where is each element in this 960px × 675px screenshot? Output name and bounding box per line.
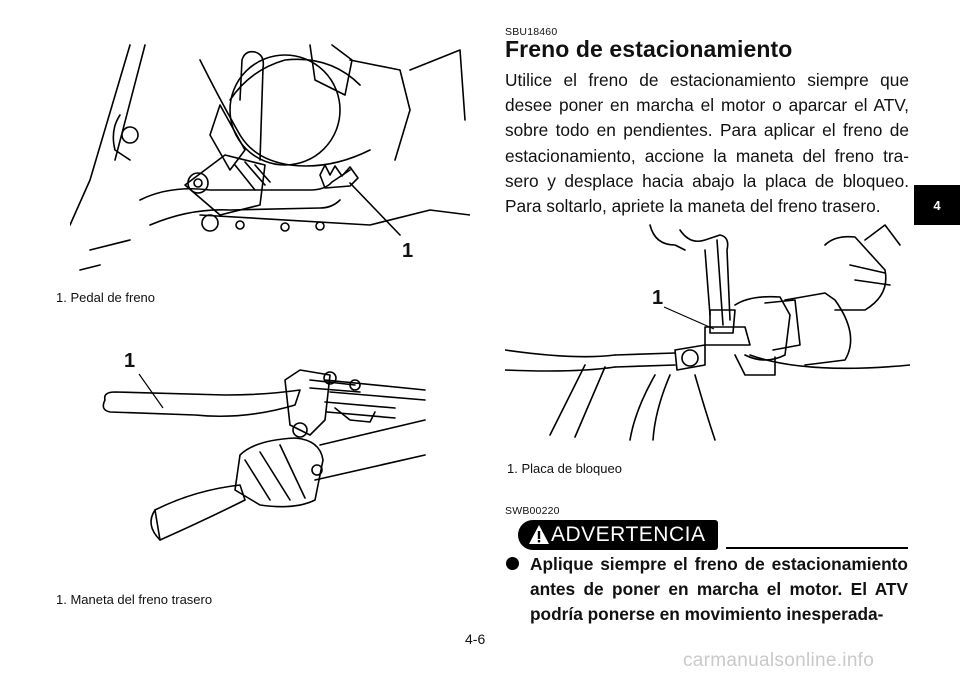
- warning-bullet-text: Aplique siempre el freno de estacionamie…: [530, 554, 908, 624]
- warning-divider: [726, 547, 908, 549]
- rear-brake-lever-leader-line: [138, 373, 164, 409]
- brake-pedal-callout: 1: [402, 240, 414, 262]
- section-title: Freno de estacionamiento: [505, 36, 793, 62]
- warning-label: ADVERTENCIA: [551, 523, 706, 546]
- lock-plate-callout: 1: [652, 287, 664, 309]
- lock-plate-illustration: [505, 224, 910, 441]
- lock-plate-caption: 1. Placa de bloqueo: [507, 461, 622, 476]
- lock-plate-leader-line: [663, 306, 715, 330]
- warning-banner: ADVERTENCIA: [518, 520, 718, 550]
- rear-brake-lever-callout: 1: [124, 350, 136, 372]
- bullet-icon: [506, 557, 519, 570]
- watermark: carmanualsonline.info: [683, 650, 875, 671]
- rear-brake-lever-caption: 1. Maneta del freno trasero: [56, 592, 213, 607]
- brake-pedal-caption: 1. Pedal de freno: [56, 290, 156, 305]
- brake-pedal-illustration: [70, 44, 470, 271]
- chapter-tab: 4: [914, 185, 960, 225]
- section-code: SBU18460: [505, 26, 558, 38]
- section-body: Utilice el freno de estacionamiento siem…: [505, 70, 909, 217]
- warning-code: SWB00220: [505, 505, 560, 517]
- rear-brake-lever-illustration: [102, 369, 426, 541]
- page-number: 4-6: [465, 631, 486, 647]
- warning-triangle-icon: [529, 525, 549, 544]
